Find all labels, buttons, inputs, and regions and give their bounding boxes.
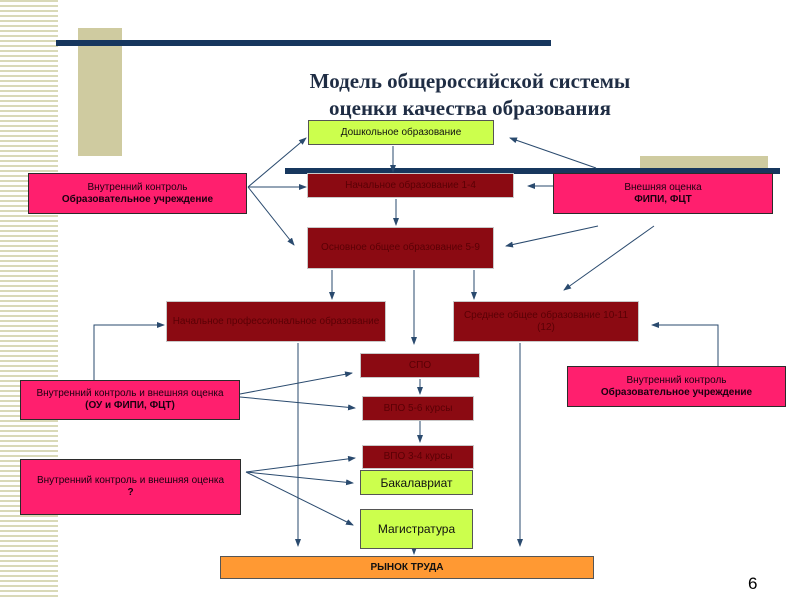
arrow-leftbottom-to-bachelor — [245, 471, 354, 486]
box-labor-label: РЫНОК ТРУДА — [370, 561, 444, 573]
box-labor-market: РЫНОК ТРУДА — [220, 556, 594, 579]
box-basic: Основное общее образование 5-9 — [307, 227, 494, 269]
box-secondary-label: Среднее общее образование 10-11 (12) — [463, 309, 629, 333]
arrow-leftbottom-to-master — [245, 471, 354, 526]
external-assessment-line1: Внешняя оценка — [624, 181, 702, 193]
page-number: 6 — [748, 574, 758, 593]
internal-control-top-left-line2: Образовательное учреждение — [61, 193, 214, 205]
box-bachelor: Бакалавриат — [360, 470, 473, 495]
box-external-assessment-top-right: Внешняя оценка ФИПИ, ФЦТ — [553, 173, 773, 214]
internal-control-mid-right-line1: Внутренний контроль — [626, 374, 727, 386]
arrow-right-to-preschool — [509, 137, 597, 169]
arrow-rightmid-to-secondary — [651, 322, 719, 366]
box-primary: Начальное образование 1-4 — [307, 173, 514, 198]
box-master-label: Магистратура — [377, 521, 456, 536]
box-secondary: Среднее общее образование 10-11 (12) — [453, 301, 639, 342]
arrow-right-to-basic — [505, 225, 599, 248]
arrow-leftmid-to-vocational — [93, 322, 165, 381]
box-vpo-label: ВПО 5-6 курсы — [383, 402, 453, 414]
box-basic-label: Основное общее образование 5-9 — [321, 242, 480, 253]
box-bachelor-label: Бакалавриат — [380, 475, 453, 490]
slide-title: Модель общероссийской системы оценки кач… — [258, 68, 682, 122]
arrow-left-to-basic — [247, 186, 295, 246]
control-bottom-left-line2: ? — [127, 487, 134, 498]
arrow-leftmid-to-spo — [239, 371, 353, 395]
external-assessment-line2: ФИПИ, ФЦТ — [634, 193, 692, 205]
box-internal-control-mid-right: Внутренний контроль Образовательное учре… — [567, 366, 786, 407]
box-spo-label: СПО — [408, 359, 432, 371]
internal-control-mid-right-line2: Образовательное учреждение — [600, 386, 753, 398]
internal-control-top-left-line1: Внутренний контроль — [87, 181, 188, 193]
control-bottom-left-line1: Внутренний контроль и внешняя оценка — [36, 475, 225, 486]
box-preschool-label: Дошкольное образование — [340, 126, 462, 138]
top-divider-bar — [56, 40, 551, 46]
title-line-1: Модель общероссийской системы — [309, 69, 631, 93]
box-internal-control-top-left: Внутренний контроль Образовательное учре… — [28, 173, 247, 214]
box-vocational: Начальное профессиональное образование — [166, 301, 386, 342]
arrow-right-to-secondary — [563, 225, 655, 291]
box-control-mid-left: Внутренний контроль и внешняя оценка (ОУ… — [20, 380, 240, 420]
box-vpo: ВПО 5-6 курсы — [362, 396, 474, 421]
title-line-2: оценки качества образования — [329, 96, 611, 120]
box-spo: СПО — [360, 353, 480, 378]
box-primary-label: Начальное образование 1-4 — [345, 179, 476, 191]
box-vpo2-label: ВПО 3-4 курсы — [383, 451, 453, 462]
box-preschool: Дошкольное образование — [308, 120, 494, 145]
decorative-block-right — [640, 156, 768, 170]
box-control-bottom-left: Внутренний контроль и внешняя оценка ? — [20, 459, 241, 515]
arrow-leftbottom-to-vpo2 — [245, 455, 356, 473]
mid-divider-bar — [285, 168, 780, 174]
box-vpo2: ВПО 3-4 курсы — [362, 445, 474, 469]
box-vocational-label: Начальное профессиональное образование — [172, 315, 380, 327]
control-mid-left-line1: Внутренний контроль и внешняя оценка — [36, 388, 224, 399]
arrow-left-to-preschool — [247, 137, 307, 188]
control-mid-left-line2: (ОУ и ФИПИ, ФЦТ) — [85, 400, 175, 411]
arrow-leftmid-to-vpo — [239, 396, 356, 411]
decorative-block-top-left — [78, 28, 122, 156]
box-master: Магистратура — [360, 509, 473, 549]
